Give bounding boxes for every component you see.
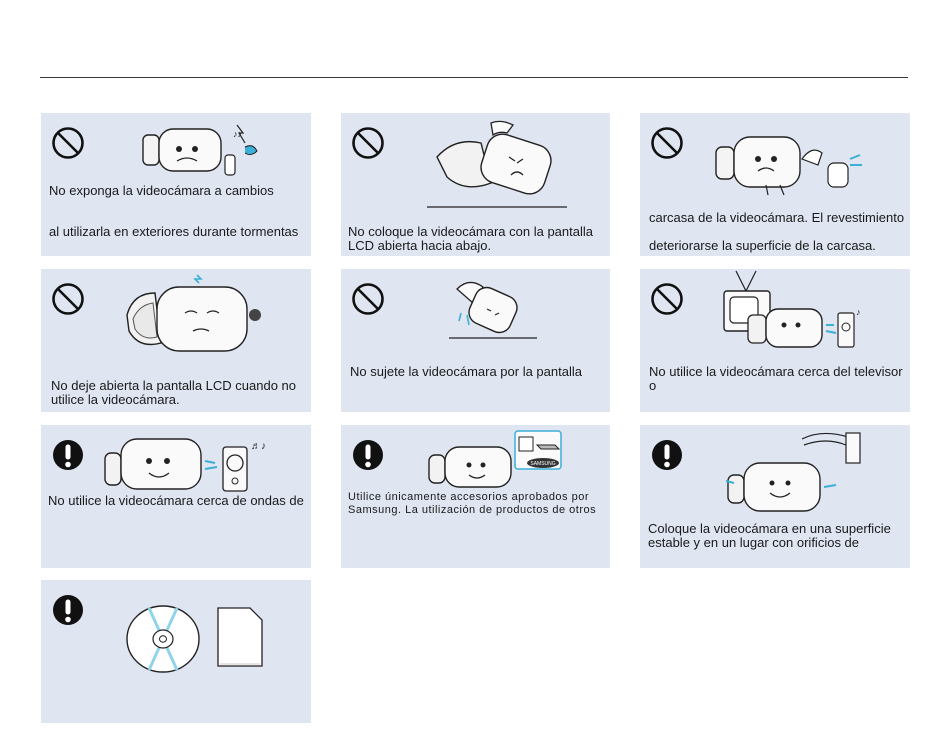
exclamation-icon xyxy=(353,440,383,470)
panel-text-line-1: No utilice la videocámara cerca de ondas… xyxy=(48,493,304,508)
panel-text-line-1: No deje abierta la pantalla LCD cuando n… xyxy=(51,378,297,407)
samsung-badge-text: SAMSUNG xyxy=(530,461,555,467)
warning-panel-radio-waves: ♬♪ No utilice la videocámara cerca de on… xyxy=(41,425,311,568)
panel-text-line-1: Utilice únicamente accesorios aprobados … xyxy=(348,491,597,516)
camcorder-facedown-illustration xyxy=(427,120,567,208)
caution-panel-lcd-open: No deje abierta la pantalla LCD cuando n… xyxy=(41,269,311,412)
exclamation-icon xyxy=(53,595,83,625)
panel-text-line-2: deteriorarse la superficie de la carcasa… xyxy=(649,238,876,253)
panel-text-line-1: carcasa de la videocámara. El revestimie… xyxy=(649,210,905,225)
prohibition-icon xyxy=(52,283,84,315)
svg-text:♬♪: ♬♪ xyxy=(251,441,266,452)
camcorder-hanging-illustration xyxy=(449,281,537,339)
camcorder-accessories-illustration: SAMSUNG xyxy=(428,430,562,488)
memory-card-icon xyxy=(217,607,263,667)
svg-text:♪: ♪ xyxy=(856,307,861,317)
prohibition-icon xyxy=(651,283,683,315)
caution-panel-hold-screen: No sujete la videocámara por la pantalla xyxy=(341,269,610,412)
panel-text-line-1: No sujete la videocámara por la pantalla xyxy=(350,364,582,379)
disc-icon xyxy=(126,605,200,673)
warning-panel-accessories: SAMSUNG Utilice únicamente accesorios ap… xyxy=(341,425,610,568)
camcorder-ventilation-illustration xyxy=(725,432,861,512)
exclamation-icon xyxy=(652,440,682,470)
exclamation-icon xyxy=(53,440,83,470)
warning-panel-ventilation: Coloque la videocámara en una superficie… xyxy=(640,425,910,568)
camcorder-cleaning-illustration xyxy=(715,136,862,196)
camcorder-speaker-illustration: ♬♪ xyxy=(104,438,266,492)
panel-text-line-1: No utilice la videocámara cerca del tele… xyxy=(649,364,903,393)
panel-text-line-1: No coloque la videocámara con la pantall… xyxy=(348,224,593,253)
camcorder-tv-illustration: ♪ xyxy=(723,270,861,348)
prohibition-icon xyxy=(651,127,683,159)
svg-text:♪♪: ♪♪ xyxy=(233,129,242,139)
caution-panel-lightning: ♪♪ No exponga la videocámara a cambios a… xyxy=(41,113,311,256)
camcorder-lcd-open-illustration xyxy=(126,274,261,352)
camcorder-lightning-illustration: ♪♪ xyxy=(142,124,258,176)
caution-panel-tv: ♪ No utilice la videocámara cerca del te… xyxy=(640,269,910,412)
caution-panel-face-down: No coloque la videocámara con la pantall… xyxy=(341,113,610,256)
panel-text-line-1: No exponga la videocámara a cambios xyxy=(49,183,274,198)
warning-panel-media xyxy=(41,580,311,723)
prohibition-icon xyxy=(352,127,384,159)
header-rule xyxy=(40,77,908,78)
prohibition-icon xyxy=(352,283,384,315)
prohibition-icon xyxy=(52,127,84,159)
panel-text-line-2: al utilizarla en exteriores durante torm… xyxy=(49,224,299,239)
caution-panel-chemicals: carcasa de la videocámara. El revestimie… xyxy=(640,113,910,256)
panel-text-line-1: Coloque la videocámara en una superficie… xyxy=(648,521,891,550)
